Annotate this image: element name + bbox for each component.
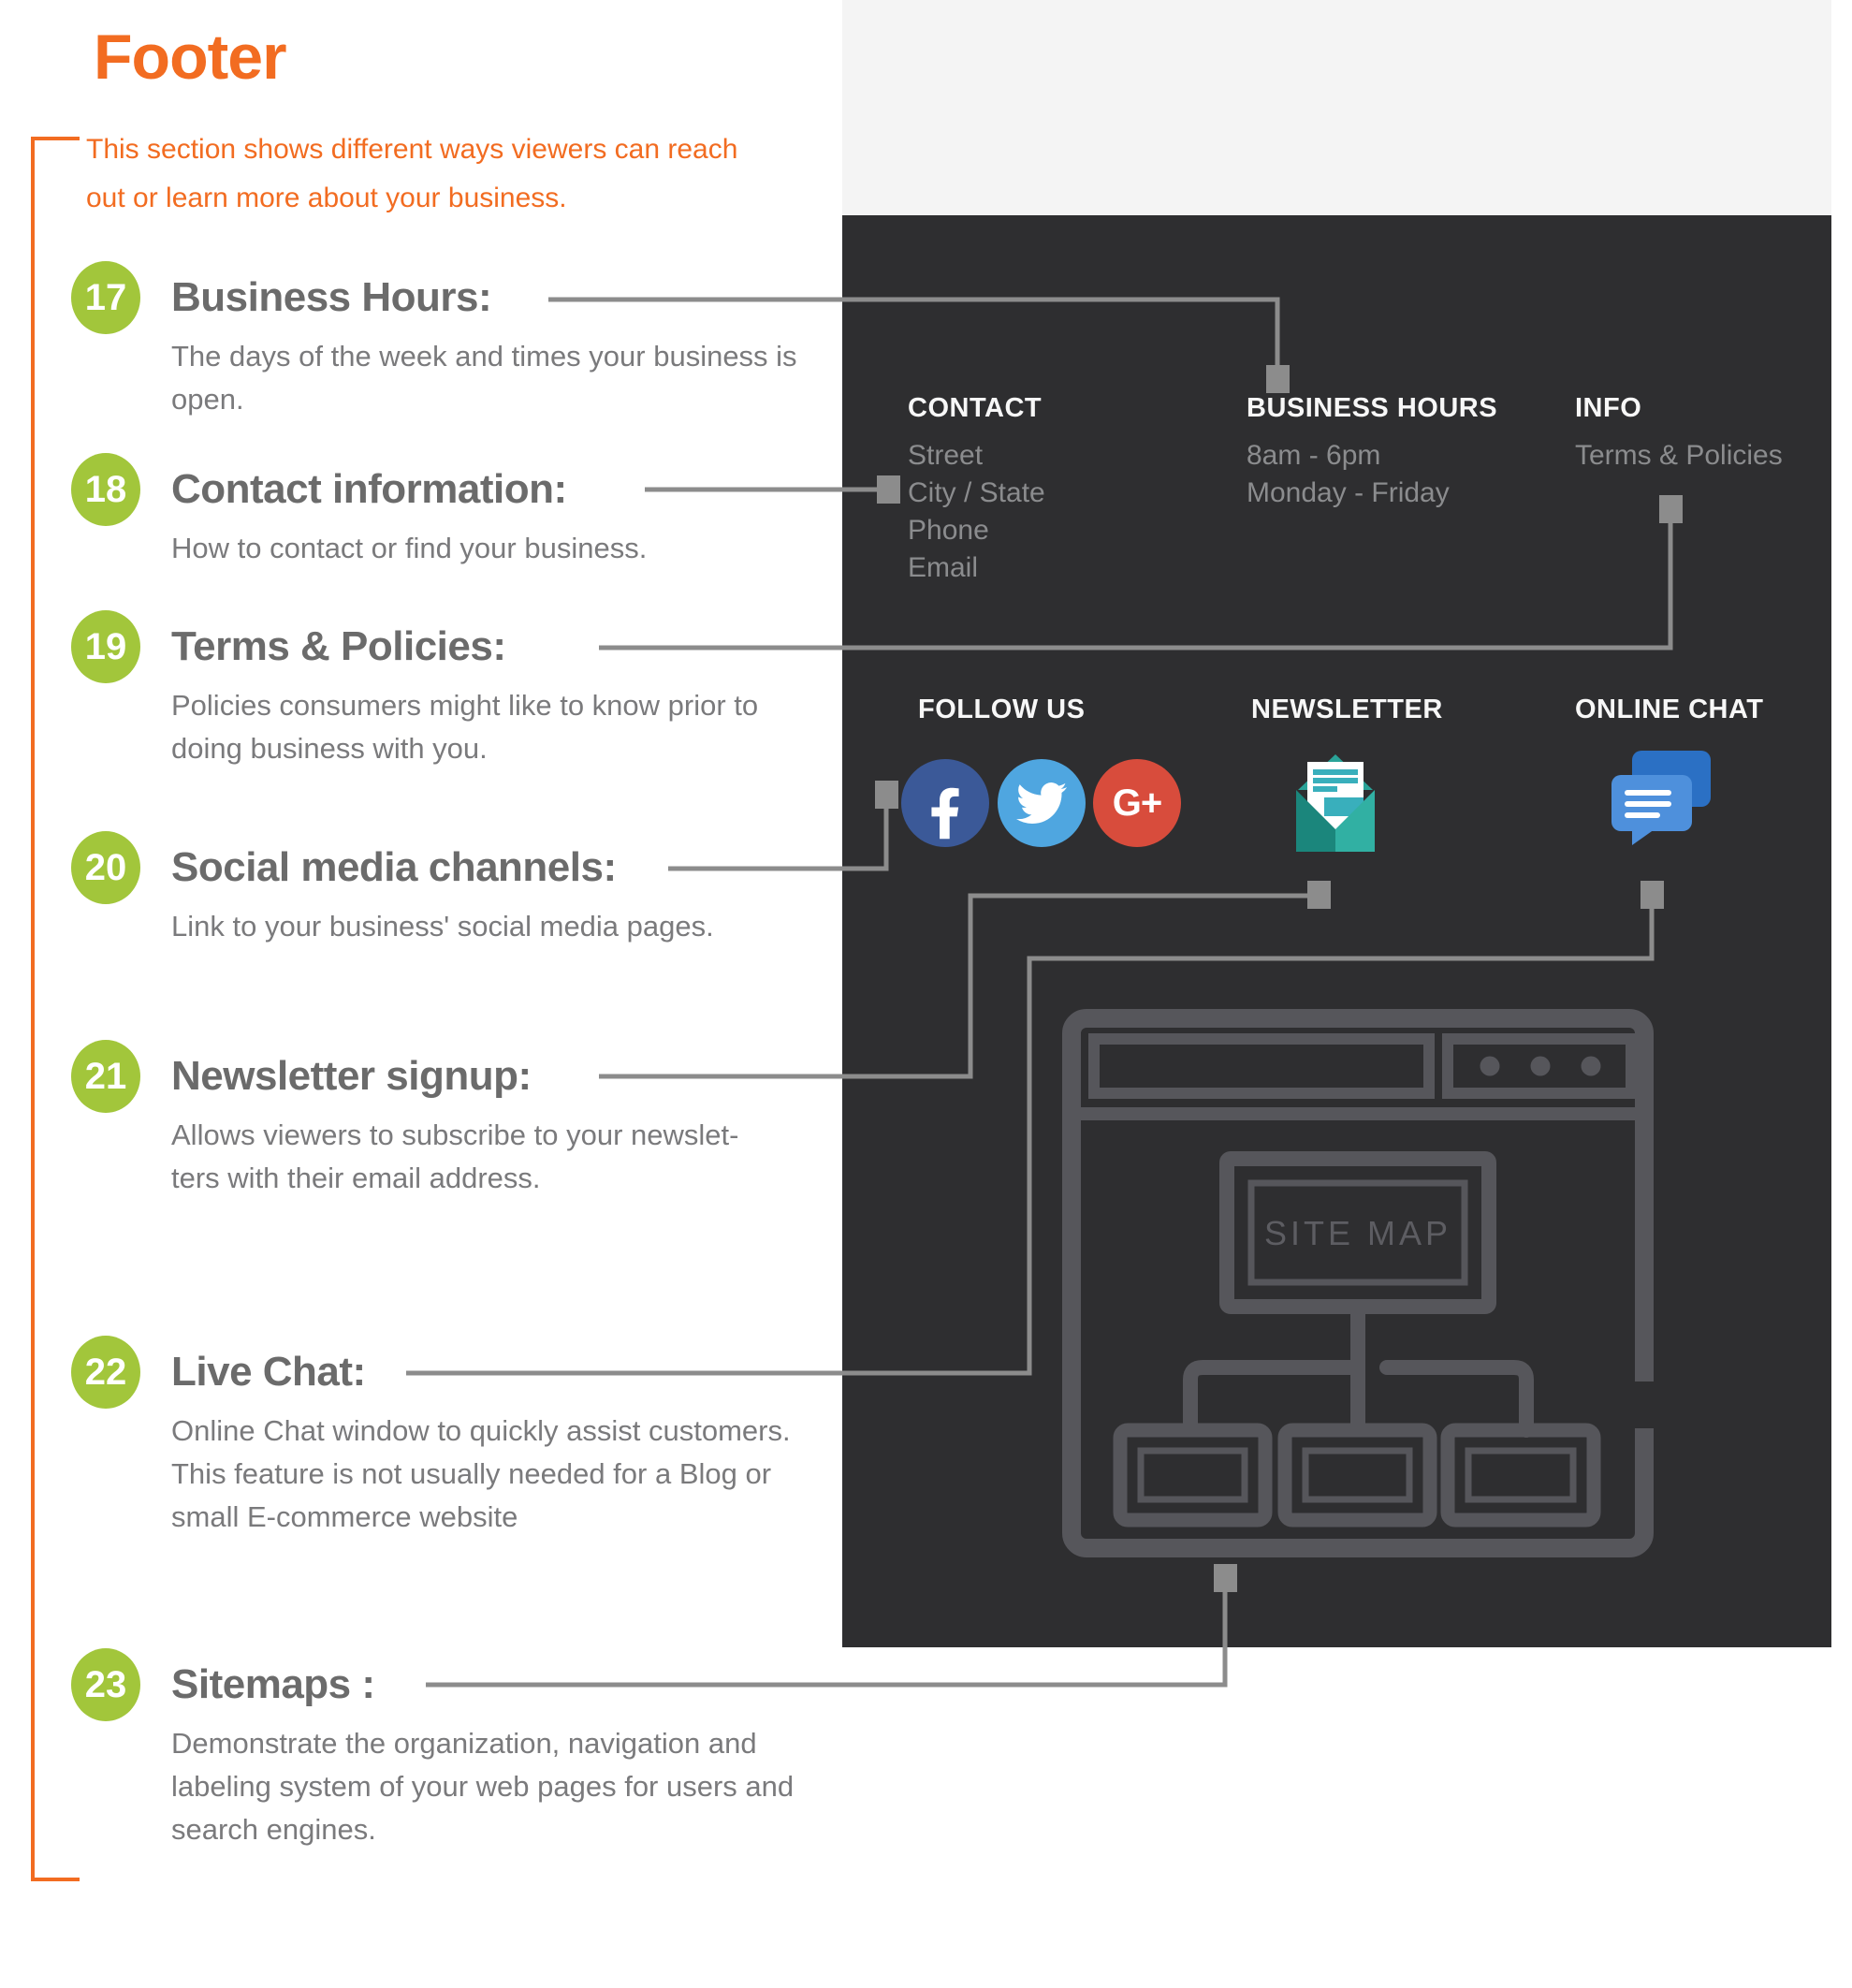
number-badge: 17 [71, 261, 140, 334]
sitemap-left-branch [1183, 1360, 1358, 1430]
number-badge: 19 [71, 610, 140, 683]
google-plus-icon: G+ [1093, 759, 1181, 847]
sitemap-child-inner-box [1302, 1447, 1413, 1503]
mock-column-items: Street City / State Phone Email [908, 440, 1045, 583]
browser-address-bar [1088, 1033, 1435, 1099]
browser-dot-icon [1581, 1056, 1601, 1076]
item-description: Link to your business' social media page… [171, 910, 714, 943]
item-heading: Terms & Policies: [171, 623, 506, 669]
list-item-business-hours: 17 Business Hours: The days of the week … [71, 261, 839, 448]
sitemap-child-box [1113, 1423, 1273, 1528]
item-heading: Sitemaps : [171, 1661, 375, 1707]
intro-bracket-vertical [31, 137, 35, 1881]
frame-gap [1622, 1381, 1654, 1428]
mock-column-heading-newsletter: NEWSLETTER [1251, 694, 1443, 724]
mock-column-items: 8am - 6pm Monday - Friday [1247, 440, 1450, 508]
browser-window-frame [1062, 1009, 1654, 1557]
sitemap-right-branch [1379, 1360, 1534, 1438]
item-heading: Newsletter signup: [171, 1053, 532, 1099]
item-description: The days of the week and times your busi… [171, 340, 797, 416]
intro-line: This section shows different ways viewer… [86, 134, 738, 165]
list-item-sitemaps: 23 Sitemaps : Demonstrate the organizati… [71, 1648, 839, 1846]
item-description: How to contact or find your business. [171, 532, 648, 564]
sitemap-child-box [1440, 1423, 1601, 1528]
sitemap-child-box [1277, 1423, 1437, 1528]
item-heading: Contact information: [171, 466, 567, 512]
mock-column-heading-follow-us: FOLLOW US [918, 694, 1086, 724]
mock-footer-contact-column: CONTACT Street City / State Phone Email [908, 393, 1045, 587]
item-description: Demonstrate the organization, navigation… [171, 1727, 795, 1846]
item-heading: Social media channels: [171, 844, 617, 890]
sitemap-label: SITE MAP [1264, 1214, 1451, 1252]
twitter-icon [998, 759, 1086, 847]
mock-footer-hours-column: BUSINESS HOURS 8am - 6pm Monday - Friday [1247, 393, 1497, 512]
intro-bracket-top-tick [31, 137, 80, 140]
intro-line: out or learn more about your business. [86, 183, 567, 213]
mock-column-items: Terms & Policies [1575, 440, 1783, 471]
item-heading: Business Hours: [171, 274, 492, 320]
list-item-social: 20 Social media channels: Link to your b… [71, 831, 839, 1018]
number-badge: 18 [71, 453, 140, 526]
item-description: Policies consumers might like to know pr… [171, 689, 759, 765]
item-description: Online Chat window to quickly assist cus… [171, 1414, 791, 1533]
number-badge: 20 [71, 831, 140, 904]
intro-bracket-bottom-tick [31, 1878, 80, 1881]
mock-footer-info-column: INFO Terms & Policies [1575, 393, 1783, 475]
item-heading: Live Chat: [171, 1349, 366, 1395]
mock-column-heading-online-chat: ONLINE CHAT [1575, 694, 1764, 724]
list-item-terms: 19 Terms & Policies: Policies consumers … [71, 610, 839, 797]
chat-bubbles-icon [1611, 751, 1711, 845]
facebook-icon [901, 759, 989, 847]
list-item-newsletter: 21 Newsletter signup: Allows viewers to … [71, 1040, 839, 1227]
browser-dot-icon [1480, 1056, 1500, 1076]
sitemap-child-inner-box [1137, 1447, 1248, 1503]
browser-menu-box [1442, 1033, 1637, 1099]
mock-column-heading: BUSINESS HOURS [1247, 393, 1498, 423]
sitemap-wireframe: SITE MAP [1062, 1009, 1654, 1557]
browser-dot-icon [1530, 1056, 1551, 1076]
sitemap-child-inner-box [1465, 1447, 1577, 1503]
list-item-contact: 18 Contact information: How to contact o… [71, 453, 839, 640]
number-badge: 23 [71, 1648, 140, 1721]
list-item-live-chat: 22 Live Chat: Online Chat window to quic… [71, 1336, 839, 1533]
envelope-icon [1296, 754, 1375, 852]
number-badge: 21 [71, 1040, 140, 1113]
page-title: Footer [94, 22, 287, 93]
number-badge: 22 [71, 1336, 140, 1409]
mock-column-heading: CONTACT [908, 393, 1043, 423]
top-light-band [842, 0, 1831, 215]
item-description: Allows viewers to subscribe to your news… [171, 1118, 739, 1194]
intro-text: This section shows different ways viewer… [86, 125, 835, 223]
mock-column-heading: INFO [1575, 393, 1642, 423]
sitemap-root-inner-box [1247, 1179, 1468, 1286]
